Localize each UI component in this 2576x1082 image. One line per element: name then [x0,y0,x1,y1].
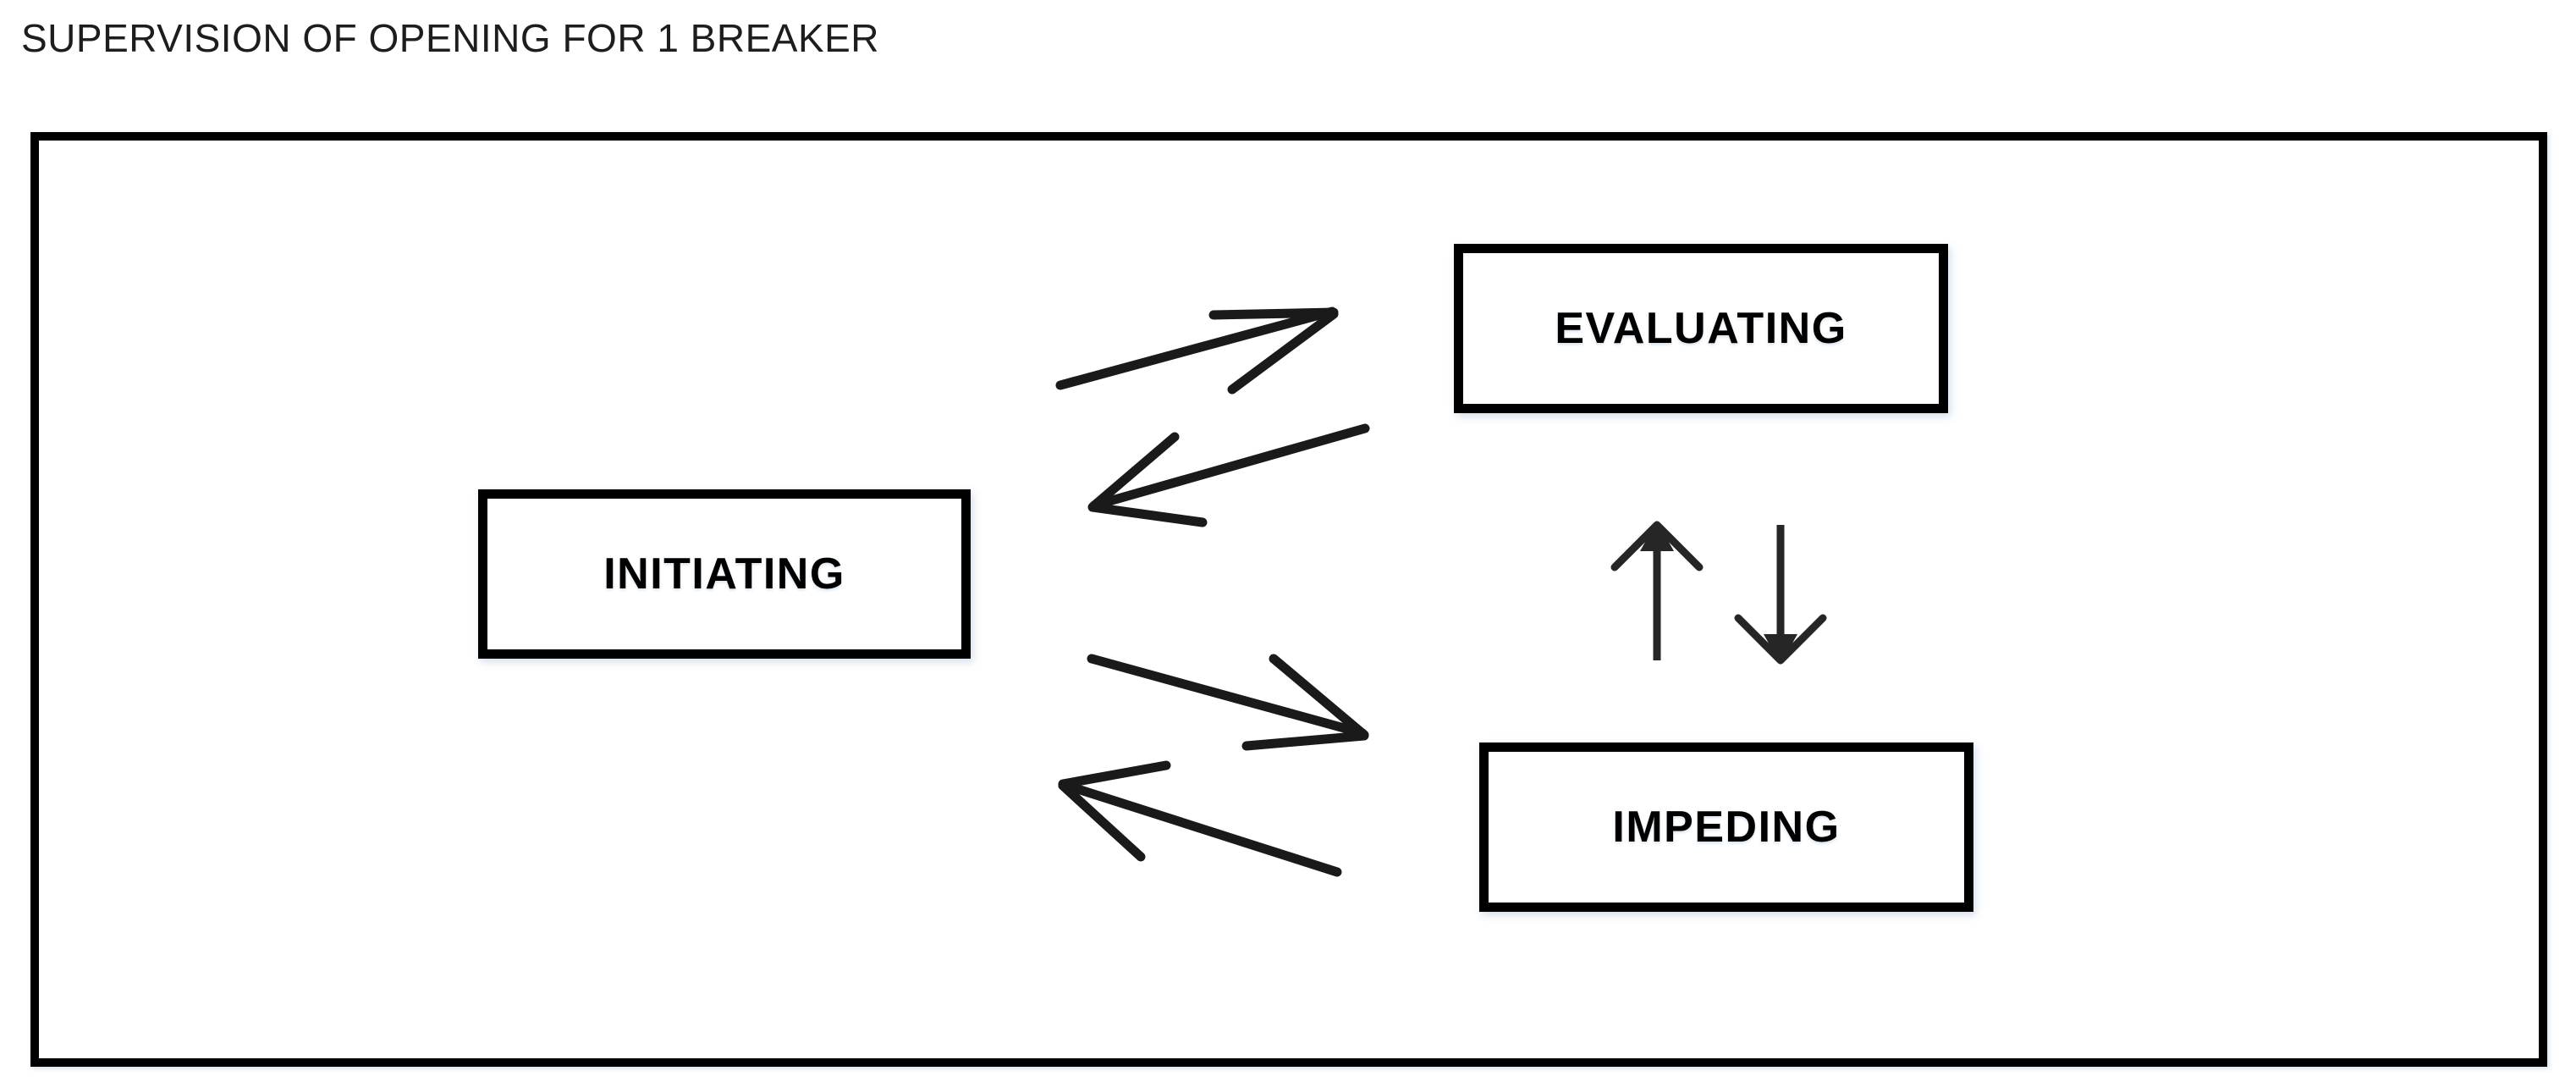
diagram-frame [30,132,2547,1067]
state-box-initiating[interactable]: INITIATING [478,489,971,659]
state-label-initiating: INITIATING [603,549,845,599]
state-label-impeding: IMPEDING [1612,803,1841,852]
state-label-evaluating: EVALUATING [1555,304,1847,353]
state-box-impeding[interactable]: IMPEDING [1479,742,1973,912]
page-title: SUPERVISION OF OPENING FOR 1 BREAKER [21,16,880,60]
state-box-evaluating[interactable]: EVALUATING [1454,244,1948,413]
